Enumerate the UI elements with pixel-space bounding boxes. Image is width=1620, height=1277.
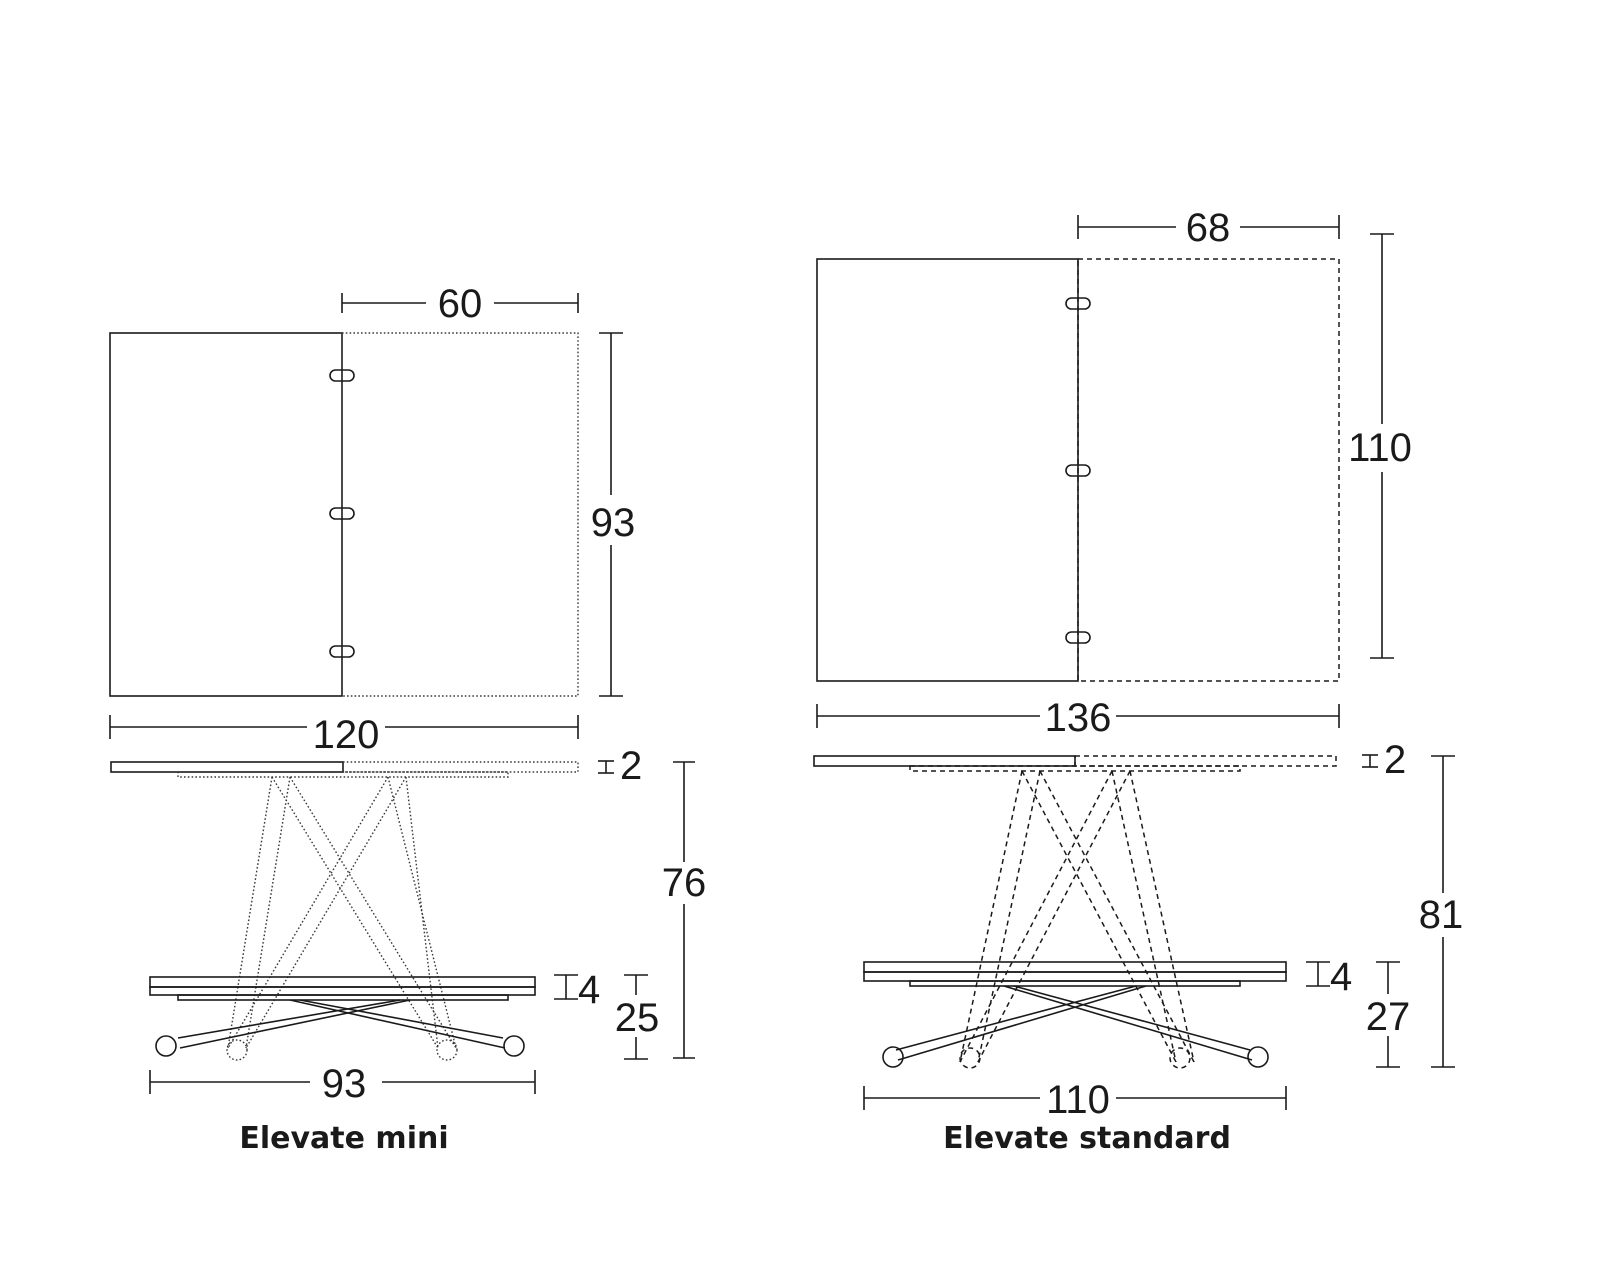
mini-raised-height-label: 76: [662, 861, 707, 905]
standard-drawing: 68 110 136: [813, 206, 1464, 1156]
standard-side-view-lowered: [863, 961, 1287, 1068]
standard-lowered-height-label: 27: [1366, 995, 1411, 1039]
mini-top-thickness-label: 2: [620, 744, 642, 788]
mini-total-width-dimension: 120: [109, 713, 579, 757]
hinge-icon: [329, 645, 355, 658]
mini-lower-thickness-label: 4: [578, 968, 600, 1012]
standard-top-view: [816, 258, 1340, 682]
standard-raised-height-dimension: 81: [1419, 755, 1464, 1068]
mini-side-view-raised: [110, 761, 579, 1061]
hinge-icon: [329, 369, 355, 382]
standard-side-view-raised: [813, 755, 1337, 1069]
mini-top-thickness-dimension: 2: [598, 744, 642, 788]
hinge-icon: [1065, 631, 1091, 644]
hinge-icon: [1065, 297, 1091, 310]
hinge-icon: [329, 507, 355, 520]
standard-extension-width-label: 68: [1186, 206, 1231, 250]
standard-lowered-height-dimension: 27: [1366, 961, 1411, 1068]
standard-base-width-label: 110: [1046, 1078, 1110, 1122]
mini-top-view: [109, 332, 579, 697]
standard-top-thickness-dimension: 2: [1362, 738, 1406, 782]
mini-total-width-label: 120: [313, 713, 380, 757]
caster-icon: [882, 1046, 904, 1068]
mini-extension-width-dimension: 60: [341, 282, 579, 326]
hinge-icon: [1065, 464, 1091, 477]
mini-lowered-height-label: 25: [615, 996, 660, 1040]
standard-total-width-dimension: 136: [816, 696, 1340, 740]
mini-base-width-dimension: 93: [149, 1062, 536, 1106]
caster-icon: [1247, 1046, 1269, 1068]
standard-base-width-dimension: 110: [863, 1078, 1287, 1122]
standard-depth-label: 110: [1348, 426, 1412, 470]
standard-extension-width-dimension: 68: [1077, 206, 1340, 250]
caster-icon: [503, 1035, 525, 1057]
mini-lower-thickness-dimension: 4: [554, 968, 600, 1012]
standard-total-width-label: 136: [1045, 696, 1112, 740]
standard-top-thickness-label: 2: [1384, 738, 1406, 782]
mini-depth-dimension: 93: [591, 332, 636, 697]
mini-raised-height-dimension: 76: [662, 761, 707, 1059]
caster-icon: [155, 1035, 177, 1057]
standard-lower-thickness-dimension: 4: [1306, 955, 1352, 999]
mini-drawing: 60 93 120: [109, 282, 707, 1156]
mini-depth-label: 93: [591, 501, 636, 545]
mini-lowered-height-dimension: 25: [615, 974, 660, 1060]
mini-caption: Elevate mini: [239, 1121, 448, 1156]
standard-caption: Elevate standard: [943, 1121, 1231, 1156]
mini-extension-width-label: 60: [438, 282, 483, 326]
standard-raised-height-label: 81: [1419, 893, 1464, 937]
standard-lower-thickness-label: 4: [1330, 955, 1352, 999]
standard-depth-dimension: 110: [1348, 233, 1412, 659]
mini-base-width-label: 93: [322, 1062, 367, 1106]
mini-side-view-lowered: [149, 976, 536, 1057]
